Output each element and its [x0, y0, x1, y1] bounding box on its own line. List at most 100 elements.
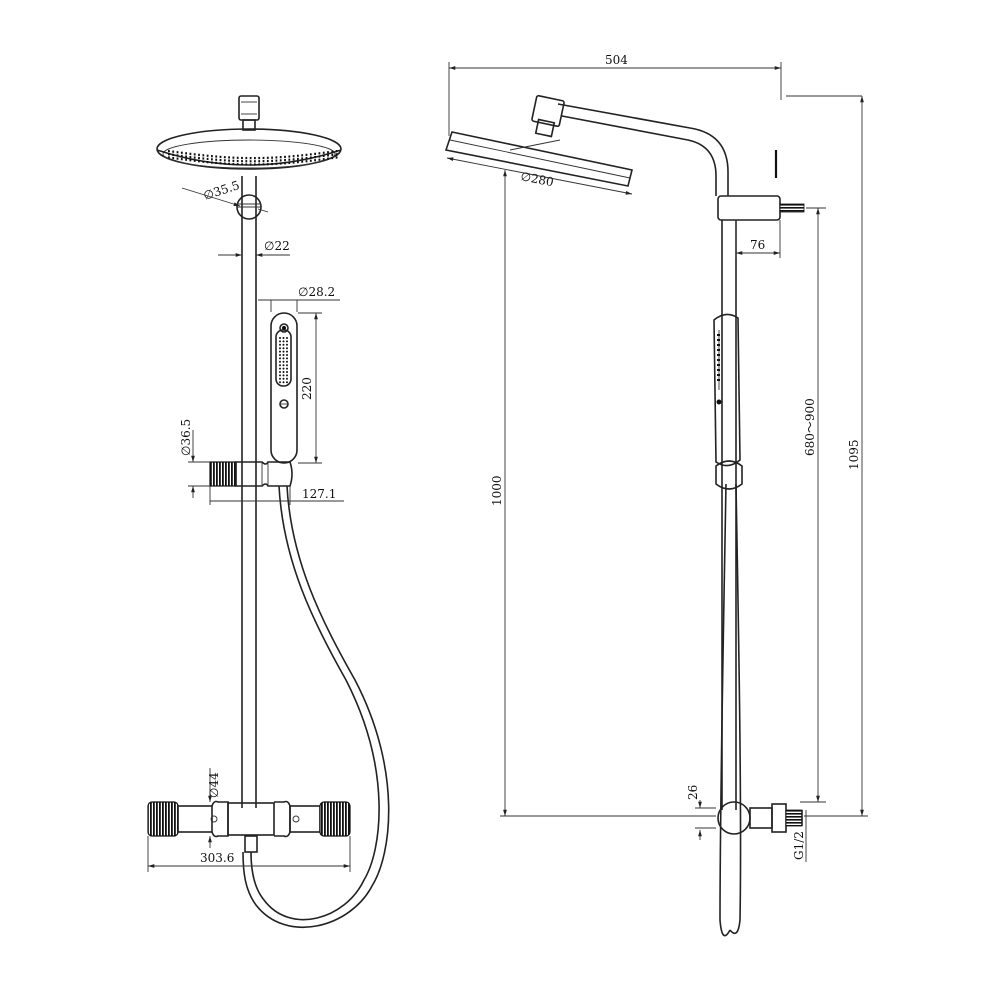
nozzle-dot [185, 155, 187, 158]
hand-nozzle-dot [282, 343, 285, 346]
hand-shower-holder [209, 461, 293, 487]
side-dimensions [446, 62, 868, 862]
nozzle-dot [331, 153, 334, 156]
nozzle-dot [223, 159, 226, 162]
nozzle-dot [314, 159, 316, 162]
nozzle-dot [309, 159, 312, 162]
front-view: ∅35.5 ∅22 ∅28.2 220 ∅36.5 127.1 ∅44 303.… [147, 95, 390, 929]
nozzle-dot [241, 163, 243, 166]
nozzle-dot [189, 155, 192, 159]
nozzle-dot [327, 154, 329, 157]
hand-nozzle-dot [286, 371, 288, 373]
nozzle-dot [327, 151, 329, 154]
nozzle-dot [206, 161, 209, 164]
hand-nozzle-dot [279, 337, 281, 339]
nozzle-dot [271, 162, 273, 166]
nozzle-dot [245, 156, 248, 160]
nozzle-dot [266, 163, 269, 166]
nozzle-dot [262, 156, 265, 160]
nozzle-dot [232, 156, 235, 159]
dim-head-height: 1000 [490, 475, 504, 506]
nozzle-dot [198, 153, 200, 156]
hand-nozzle-dot [286, 357, 288, 360]
hand-nozzle-dot [279, 350, 281, 353]
nozzle-dot [211, 155, 213, 158]
nozzle-dot [266, 156, 269, 159]
nozzle-dot [236, 163, 239, 166]
hand-nozzle-dot [286, 337, 288, 339]
side-nozzle-dot [717, 334, 720, 336]
hand-nozzle-dot [279, 381, 281, 384]
nozzle-dot [275, 159, 278, 162]
nozzle-dot [180, 158, 183, 161]
dim-bracket-depth: 76 [750, 238, 765, 252]
side-nozzle-dot [717, 344, 720, 346]
nozzle-dot [284, 155, 286, 158]
dim-height-range: 680～900 [803, 398, 817, 456]
valve-side [717, 801, 803, 835]
side-nozzle-dot [717, 374, 720, 376]
nozzle-dot [322, 151, 325, 154]
hose-side [719, 483, 742, 937]
nozzle-dot [202, 157, 205, 160]
nozzle-dot [271, 159, 273, 162]
nozzle-dot [288, 155, 291, 158]
nozzle-dot [305, 160, 308, 163]
nozzle-dot [305, 156, 308, 160]
hand-nozzle-dot [282, 367, 285, 370]
nozzle-dot [292, 158, 295, 161]
nozzle-dot [288, 161, 291, 165]
nozzle-dot [180, 154, 183, 158]
nozzle-dot [228, 159, 230, 162]
nozzle-dot [262, 163, 265, 166]
hand-shower-nozzles [279, 337, 288, 384]
nozzle-dot [215, 158, 218, 161]
nozzle-dot [335, 156, 338, 159]
front-dimensions [147, 187, 351, 872]
nozzle-dot [223, 162, 226, 165]
nozzle-dot [297, 157, 299, 161]
hand-nozzle-dot [286, 360, 288, 363]
nozzle-dot [206, 154, 209, 157]
hand-nozzle-dot [286, 354, 288, 356]
overhead-connector [238, 95, 260, 131]
nozzle-dot [297, 154, 299, 157]
nozzle-dot [301, 157, 304, 160]
side-nozzle-dot [717, 379, 720, 381]
side-nozzle-dot [717, 359, 720, 361]
dim-head-diameter: ∅35.5 [202, 178, 242, 203]
nozzle-dot [254, 160, 256, 163]
hand-nozzle-dot [279, 354, 281, 356]
nozzle-dot [236, 159, 239, 163]
nozzle-dot [219, 155, 222, 158]
wall-mark [774, 95, 862, 178]
dim-valve-diameter: ∅44 [207, 772, 221, 798]
hand-nozzle-dot [282, 340, 285, 343]
nozzle-dot [279, 156, 282, 159]
nozzle-dot [232, 162, 235, 166]
nozzle-dot [241, 160, 243, 163]
nozzle-dot [305, 153, 308, 156]
holder-side [715, 460, 743, 490]
hand-nozzle-dot [286, 343, 288, 346]
nozzle-dot [249, 163, 252, 166]
nozzle-dot [193, 159, 196, 162]
nozzle-dot [249, 160, 252, 163]
hand-nozzle-dot [286, 347, 288, 350]
nozzle-dot [309, 156, 312, 159]
nozzle-dot [215, 161, 218, 165]
nozzle-dot [301, 154, 304, 157]
nozzle-dot [206, 157, 209, 161]
nozzle-dot [245, 160, 248, 163]
nozzle-dot [168, 156, 170, 159]
hand-nozzle-dot [282, 350, 285, 353]
nozzle-dot [245, 163, 248, 166]
nozzle-dot [258, 160, 261, 163]
nozzle-dot [185, 152, 187, 155]
nozzle-dot [258, 156, 261, 160]
hand-nozzle-dot [286, 364, 288, 367]
nozzle-dot [219, 158, 222, 162]
nozzle-dot [223, 156, 226, 159]
nozzle-dot [172, 153, 175, 156]
side-nozzle-dot [717, 354, 720, 356]
